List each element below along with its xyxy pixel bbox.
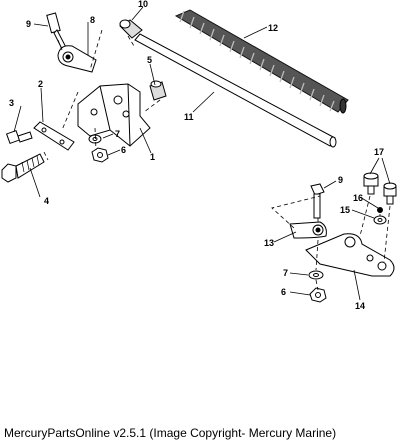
rod-end-part-lower — [289, 221, 327, 239]
callout-1: 1 — [150, 152, 155, 162]
screw-part — [5, 129, 33, 145]
callout-5: 5 — [147, 55, 152, 65]
spacer-part — [149, 80, 167, 101]
mounting-bracket-part — [77, 83, 151, 147]
callout-2: 2 — [38, 79, 43, 89]
washer-part-upper — [88, 134, 102, 144]
callout-9-lower: 9 — [338, 175, 343, 185]
bushing-part — [119, 19, 143, 39]
callout-17: 17 — [374, 147, 384, 157]
assembly-lines — [43, 29, 391, 291]
callout-15: 15 — [340, 205, 350, 215]
cable-sleeve-part — [174, 9, 349, 114]
callout-8: 8 — [90, 15, 95, 25]
shoulder-bolt-part-1 — [363, 172, 379, 195]
leader-lines — [13, 6, 391, 301]
copyright-footer: MercuryPartsOnline v2.5.1 (Image Copyrig… — [4, 426, 337, 440]
bolt-part-lower — [310, 183, 325, 219]
callout-7-upper: 7 — [115, 129, 120, 139]
rod-part — [134, 33, 337, 148]
callout-labels: 1 2 3 4 5 6 7 8 9 10 11 12 13 14 15 16 1… — [9, 0, 384, 311]
callout-7-lower: 7 — [283, 268, 288, 278]
callout-3: 3 — [9, 98, 14, 108]
callout-13: 13 — [264, 238, 274, 248]
nut-part-lower — [309, 287, 327, 303]
callout-6-upper: 6 — [121, 145, 126, 155]
small-screw-part — [377, 207, 383, 213]
callout-11: 11 — [184, 112, 194, 122]
rod-end-part-upper — [57, 45, 97, 73]
callout-12: 12 — [268, 23, 278, 33]
hex-bolt-part — [1, 153, 45, 183]
callout-16: 16 — [353, 193, 363, 203]
callout-4: 4 — [44, 196, 49, 206]
callout-10: 10 — [138, 0, 148, 9]
shoulder-bolt-part-2 — [383, 182, 397, 205]
washer-part-lower — [308, 270, 324, 280]
washer-part-right — [373, 215, 387, 225]
clip-part — [33, 121, 75, 151]
lever-arm-part — [305, 233, 395, 277]
callout-14: 14 — [355, 301, 365, 311]
nut-part-upper — [91, 147, 109, 163]
callout-9-upper: 9 — [26, 19, 31, 29]
callout-6-lower: 6 — [281, 287, 286, 297]
